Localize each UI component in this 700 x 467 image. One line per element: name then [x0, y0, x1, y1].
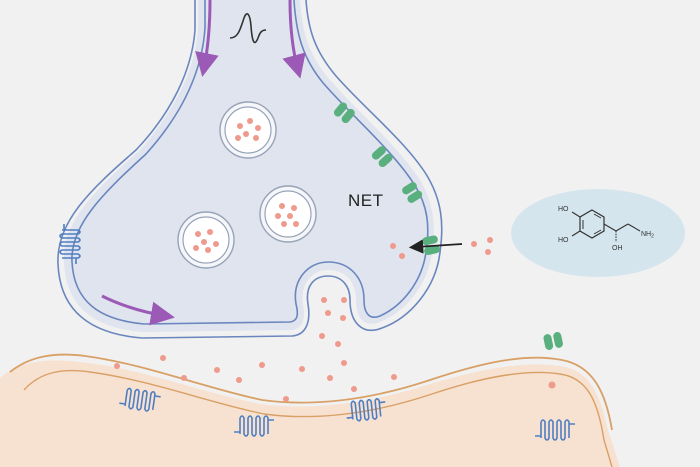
postsynaptic-neuron	[0, 353, 620, 467]
legend-neurotransmitter-icon	[548, 381, 556, 389]
reuptake-arrow	[408, 239, 463, 254]
amine-sub-label: 2	[651, 234, 654, 240]
synaptic-vesicle-3	[177, 211, 235, 269]
synaptic-vesicle-2	[259, 185, 317, 243]
signal-arrow-left	[195, 0, 219, 77]
net-label: NET	[348, 191, 384, 210]
amine-main-label: NH	[641, 231, 651, 238]
legend-transporter-icon	[542, 331, 564, 351]
hydroxyl-top-label: HO	[558, 206, 569, 213]
hydroxyl-side-label: OH	[612, 245, 623, 252]
norepinephrine-structure: HO HO OH NH2	[511, 189, 685, 277]
synaptic-vesicle-1	[219, 101, 277, 159]
action-potential-icon	[229, 13, 267, 44]
neurotransmitter-dots	[114, 237, 493, 402]
amine-label: NH2	[641, 231, 654, 240]
hydroxyl-bottom-label: HO	[558, 237, 569, 244]
signal-arrow-bottom	[101, 294, 175, 326]
signal-arrow-right	[282, 0, 306, 79]
presynaptic-terminal	[57, 0, 443, 339]
